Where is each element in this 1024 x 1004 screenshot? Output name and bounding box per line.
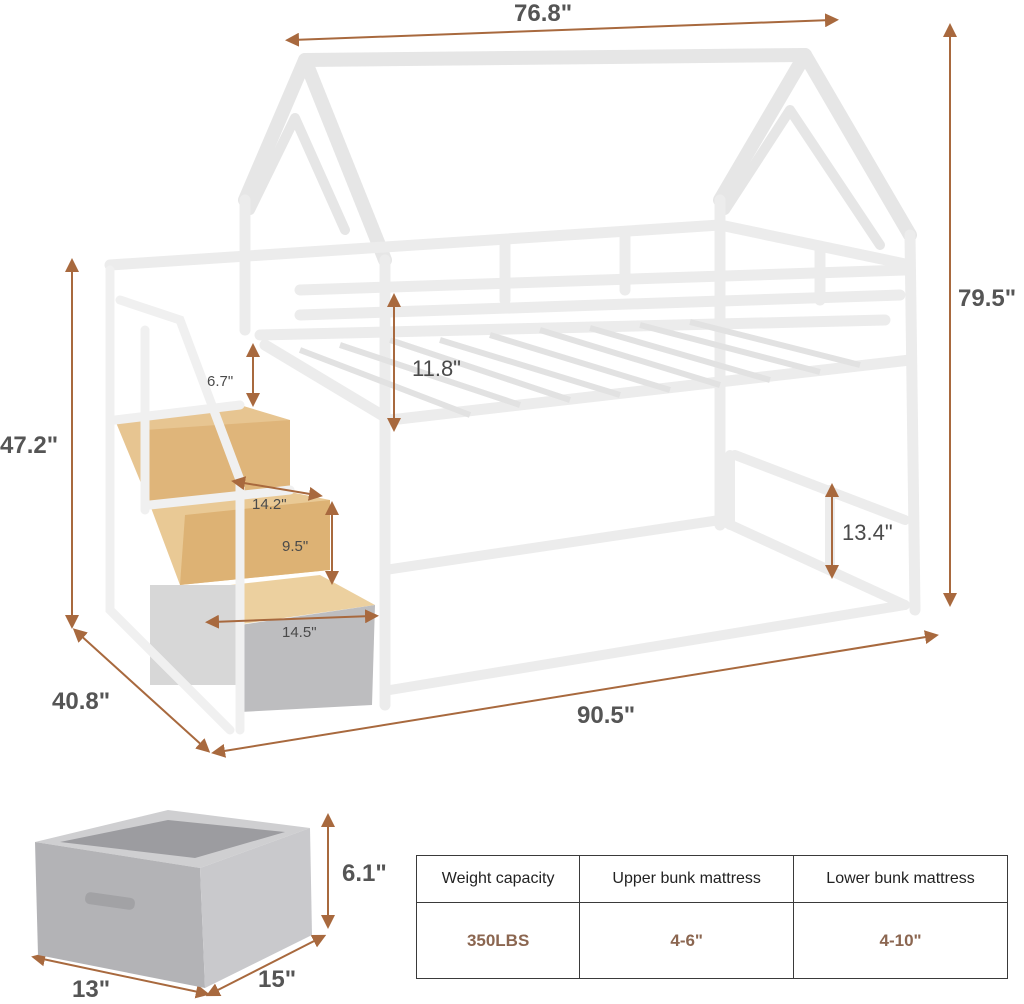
guardrail-height-label: 11.8" bbox=[412, 356, 461, 381]
spec-table-header-row: Weight capacity Upper bunk mattress Lowe… bbox=[415, 855, 1008, 903]
upper-mattress-header: Upper bunk mattress bbox=[579, 855, 795, 903]
roof-frame bbox=[238, 48, 917, 267]
total-height-label: 79.5" bbox=[958, 285, 1017, 312]
step-depth-label: 14.5" bbox=[282, 624, 317, 641]
storage-drawer bbox=[35, 810, 312, 988]
width-top-label: 76.8" bbox=[514, 0, 573, 27]
mattress-slats bbox=[298, 319, 861, 418]
lower-rail-height-label: 13.4" bbox=[842, 520, 893, 545]
weight-capacity-header: Weight capacity bbox=[415, 855, 581, 903]
dimension-lines bbox=[31, 13, 957, 999]
drawer-depth-label: 15" bbox=[258, 966, 297, 993]
guardrail-gap-label: 6.7" bbox=[207, 373, 234, 390]
lower-mattress-value: 4-10" bbox=[793, 902, 1008, 979]
step-width-label: 14.2" bbox=[252, 496, 287, 513]
drawer-height-label: 6.1" bbox=[342, 860, 387, 887]
spec-table-value-row: 350LBS 4-6" 4-10" bbox=[415, 902, 1008, 979]
spec-table: Weight capacity Upper bunk mattress Lowe… bbox=[415, 855, 1008, 979]
depth-label: 40.8" bbox=[52, 688, 111, 715]
staircase bbox=[105, 265, 375, 735]
drawer-width-label: 13" bbox=[72, 976, 111, 1003]
stairs-height-label: 47.2" bbox=[0, 432, 59, 459]
lower-mattress-header: Lower bunk mattress bbox=[793, 855, 1008, 903]
lower-bunk-frame bbox=[380, 450, 910, 695]
upper-mattress-value: 4-6" bbox=[579, 902, 795, 979]
weight-capacity-value: 350LBS bbox=[415, 902, 581, 979]
step-rise-label: 9.5" bbox=[282, 538, 309, 555]
length-label: 90.5" bbox=[577, 702, 636, 729]
